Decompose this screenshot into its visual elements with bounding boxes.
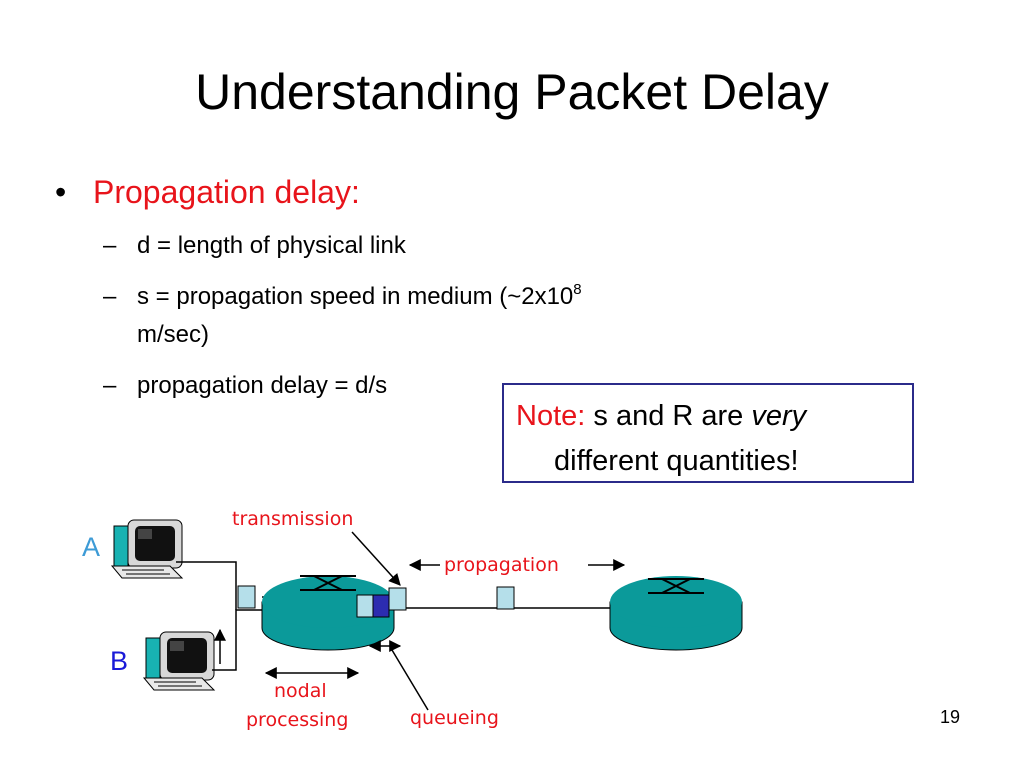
router-icon (609, 576, 743, 651)
computer-icon (110, 519, 184, 579)
packet-propagating (496, 586, 515, 610)
slide-title: Understanding Packet Delay (195, 64, 829, 120)
link-host-a (176, 561, 237, 610)
note-prefix: Note: (516, 400, 586, 432)
propagation-label: propagation (444, 554, 559, 576)
queueing-pointer (391, 649, 429, 711)
sub-bullet-speed-continued: m/sec) (137, 321, 209, 348)
bullet-propagation-delay: • Propagation delay: (55, 172, 360, 212)
host-b-label: B (110, 646, 129, 676)
note-box: Note: s and R are very different quantit… (502, 383, 914, 483)
note-emphasis: very (751, 400, 807, 432)
queueing-label: queueing (410, 707, 499, 729)
link-host-b (212, 609, 262, 671)
note-line-1: Note: s and R are very (516, 397, 806, 435)
host-a-label: A (82, 532, 101, 562)
note-line-2: different quantities! (554, 445, 799, 477)
sub-bullet-distance: –d = length of physical link (103, 228, 406, 264)
computer-icon (142, 631, 216, 691)
dash-marker: – (103, 372, 117, 399)
bullet-marker: • (55, 174, 67, 210)
packet-transmitting (388, 587, 407, 611)
nodal-label: nodal (274, 680, 327, 702)
packet-queued (356, 594, 374, 618)
sub-bullet-text: s = propagation speed in medium (~2x10 (137, 283, 574, 310)
page-number: 19 (940, 707, 961, 727)
dash-marker: – (103, 283, 117, 310)
sub-bullet-text: d = length of physical link (137, 232, 406, 259)
packet-incoming (237, 585, 256, 609)
transmission-pointer (351, 531, 401, 586)
sub-bullet-text: propagation delay = d/s (137, 372, 388, 399)
sub-bullet-formula: –propagation delay = d/s (103, 368, 387, 404)
transmission-label: transmission (232, 508, 354, 530)
sub-bullet-speed: –s = propagation speed in medium (~2x108 (103, 279, 582, 315)
dash-marker: – (103, 232, 117, 259)
processing-label: processing (246, 709, 349, 731)
note-text: s and R are (585, 400, 752, 432)
bullet-label: Propagation delay: (93, 174, 360, 210)
superscript-exponent: 8 (573, 281, 582, 298)
packet-queued (372, 594, 390, 618)
